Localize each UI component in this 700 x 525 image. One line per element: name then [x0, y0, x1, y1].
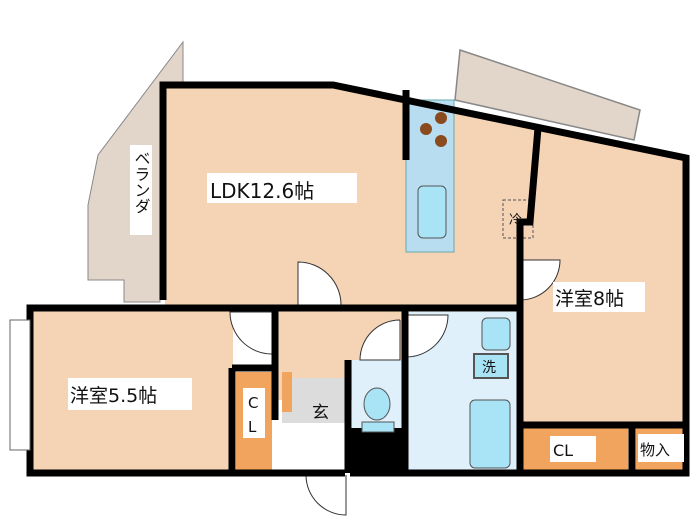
door-swing [405, 314, 449, 358]
toilet-tank-icon [361, 421, 395, 433]
fridge-label: 冷 [509, 213, 522, 228]
basin-icon [481, 317, 511, 351]
western-8-label: 洋室8帖 [555, 288, 624, 310]
shoe-closet [282, 372, 292, 412]
balcony-area [454, 48, 641, 141]
door-swing [305, 474, 347, 516]
veranda-label: ベランダ [132, 150, 151, 214]
stove-burner-icon [435, 135, 447, 147]
bathtub-icon [469, 399, 511, 469]
toilet-icon [363, 387, 391, 421]
window [9, 319, 31, 451]
ldk-label: LDK12.6帖 [210, 179, 314, 203]
door-swing [297, 261, 342, 306]
washer-space [473, 353, 509, 379]
closet-small-label-c: C [248, 394, 258, 412]
washer-label: 洗 [482, 360, 496, 376]
kitchen-sink-icon [417, 185, 447, 239]
door-swing [359, 319, 401, 361]
walls [26, 81, 690, 477]
door-swing [519, 259, 561, 301]
entrance-floor [282, 378, 346, 423]
closet-label: CL [553, 441, 573, 460]
door-swing [229, 311, 273, 355]
stove-burner-icon [435, 112, 447, 124]
closet-small-label-l: L [248, 418, 257, 436]
western-5-5-label: 洋室5.5帖 [70, 385, 157, 407]
storage-label: 物入 [640, 441, 670, 459]
stove-burner-icon [420, 123, 432, 135]
stairs [350, 428, 402, 474]
entrance-label: 玄 [312, 403, 329, 423]
